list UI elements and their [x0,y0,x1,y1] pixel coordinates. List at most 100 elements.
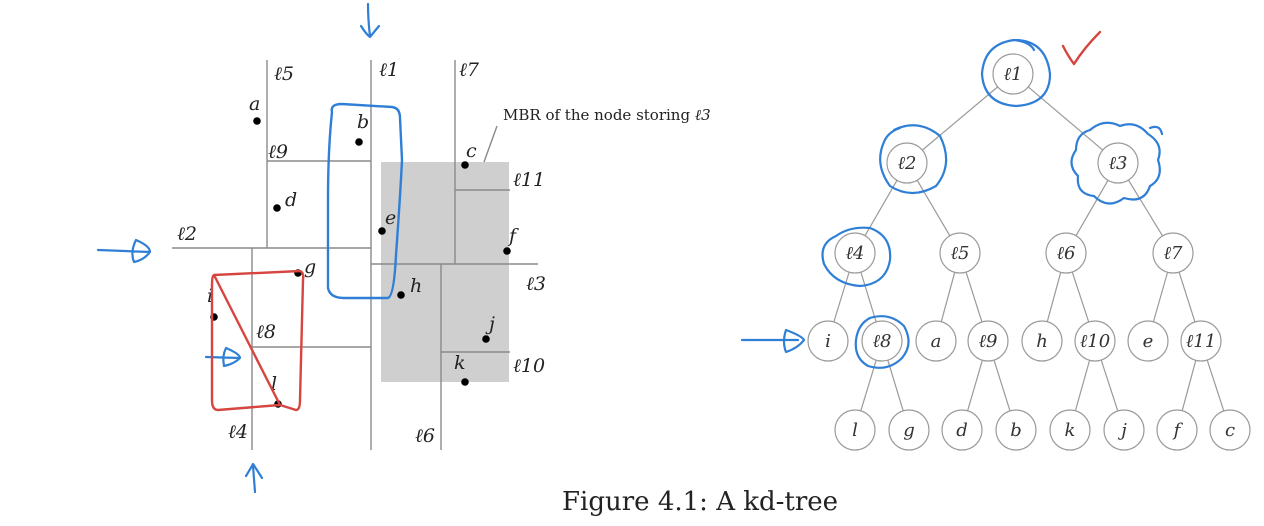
tree-node-label: e [1143,331,1154,352]
tree-edge-l6-h [1046,272,1062,322]
tree-node-circle [939,232,981,274]
tree-node-l7: ℓ7 [1152,232,1194,274]
label-l4-text: ℓ4 [228,421,248,443]
tree-node-label: ℓ7 [1164,243,1183,264]
tree-node-c: c [1209,409,1251,451]
tree-node-label: j [1117,420,1127,441]
tree-node-circle [1049,409,1091,451]
point-label-i: i [207,285,213,307]
tree-edge-l8-g [887,359,904,412]
tree-node-label: ℓ6 [1057,243,1076,264]
figure-caption: Figure 4.1: A kd-tree [562,487,838,517]
tree-node-circle [1103,409,1145,451]
mbr-annotation-text: MBR of the node storing [503,106,690,124]
tree-edge-l2-l5 [916,179,951,237]
label-l8: ℓ8 [256,321,276,343]
tree-node-l9: ℓ9 [967,320,1009,362]
tree-edge-l9-d [967,360,983,411]
point-j [482,335,490,343]
label-l3: ℓ3 [526,273,546,295]
tree-edge-l8-lf [860,359,877,412]
tree-node-label: ℓ8 [873,331,892,352]
tree-node-label: ℓ3 [1109,153,1128,174]
point-d [273,204,281,212]
point-h [397,291,405,299]
tree-edge-l11-f [1181,360,1197,411]
mbr-annotation: MBR of the node storing ℓ3 [503,106,711,124]
tree-edge-l4-l8 [860,271,877,323]
tree-node-label: k [1065,420,1076,441]
tree-node-l3: ℓ3 [1097,142,1139,184]
tree-node-circle [915,320,957,362]
tree-edges [833,86,1225,412]
label-l11: ℓ11 [513,169,545,191]
tree-node-circle [1045,232,1087,274]
tree-node-circle [967,320,1009,362]
red-check-mark [1061,30,1102,66]
tree-node-circle [1074,320,1116,362]
tree-node-label: h [1036,331,1048,352]
blue-scribble-l2 [879,124,948,195]
label-l3-text: ℓ3 [526,273,546,295]
tree-node-label: ℓ11 [1186,331,1216,352]
label-l7: ℓ7 [459,59,480,81]
tree-node-h: h [1021,320,1063,362]
tree-node-label: ℓ4 [846,243,865,264]
tree-edge-l5-a [940,272,956,322]
point-k [461,378,469,386]
tree-node-circle [1021,320,1063,362]
blue-scribble-l8 [854,315,910,369]
point-label-b: b [357,111,369,133]
label-l5-text: ℓ5 [274,63,294,85]
tree-node-circle [834,409,876,451]
mbr-pointer-line [483,125,498,163]
tree-node-circle [1152,232,1194,274]
tree-node-circle [888,409,930,451]
label-l2-text: ℓ2 [177,223,197,245]
point-label-g: g [304,256,316,278]
label-l5: ℓ5 [274,63,294,85]
tree-edge-l7-l11 [1178,271,1196,323]
tree-node-label: a [931,331,942,352]
tree-node-circle [1209,409,1251,451]
tree-node-circle [886,142,928,184]
label-l1: ℓ1 [379,59,399,81]
blue-scribble-l4 [821,226,892,288]
point-b [355,138,363,146]
tree-edge-l1-l3 [1027,86,1104,151]
point-label-c: c [466,140,477,162]
tree-edge-l10-k [1074,360,1091,411]
point-a [253,117,261,125]
tree-node-a: a [915,320,957,362]
tree-node-label: ℓ9 [979,331,998,352]
tree-node-circle [1097,142,1139,184]
tree-node-circle [861,320,903,362]
blue-query-region-outline [326,102,404,300]
tree-node-l2: ℓ2 [886,142,928,184]
tree-edge-l5-l9 [965,271,983,323]
tree-node-circle [807,320,849,362]
line-labels: ℓ5 ℓ1 ℓ7 ℓ9 ℓ11 ℓ2 ℓ3 ℓ8 ℓ10 ℓ4 ℓ6 [177,59,546,447]
point-f [503,247,511,255]
red-query-region-outline [210,269,305,412]
tree-node-label: i [825,331,831,352]
label-l10: ℓ10 [513,355,545,377]
label-l2: ℓ2 [177,223,197,245]
point-label-e: e [385,207,396,229]
tree-node-circle [834,232,876,274]
point-label-l: l [271,373,277,395]
tree-node-f: f [1156,409,1198,451]
tree-node-d: d [941,409,983,451]
handwritten-annotations-left [96,2,404,494]
label-l1-text: ℓ1 [379,59,399,81]
tree-node-k: k [1049,409,1091,451]
blue-left-arrow-mark [96,238,152,264]
blue-scribble-l3 [1070,121,1164,205]
tree-node-label: ℓ1 [1004,64,1023,85]
tree-edge-l11-c [1206,359,1225,412]
tree-node-circle [941,409,983,451]
tree-node-i: i [807,320,849,362]
tree-edge-l3-l7 [1127,179,1164,237]
label-l4: ℓ4 [228,421,248,443]
